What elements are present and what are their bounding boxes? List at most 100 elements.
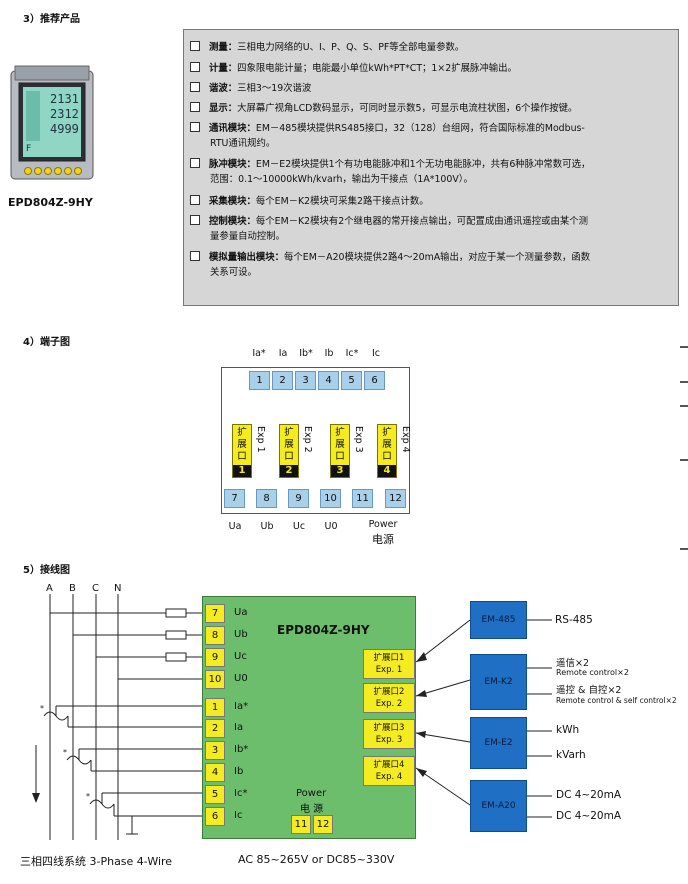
terminal-10: 10: [205, 670, 225, 689]
feature-item: 控制模块：每个EM－K2模块有2个继电器的常开接点输出，可配置成由通讯遥控或由某…: [190, 214, 674, 244]
svg-text:*: *: [63, 748, 67, 757]
system-label: 三相四线系统 3-Phase 4-Wire: [20, 855, 173, 868]
phase-C: C: [92, 583, 99, 594]
terminal-8: 8: [256, 489, 277, 508]
terminal-5: 5: [341, 371, 362, 390]
label-Ia-star: Ia*: [234, 701, 249, 712]
product-model: EPD804Z-9HY: [8, 196, 93, 209]
module-eme2: EM-E2: [470, 717, 527, 769]
checkbox-icon: [190, 62, 200, 72]
label-Ib-star: Ib*: [234, 744, 249, 755]
feature-item: 通讯模块：EM－485模块提供RS485接口，32（128）台组网，符合国际标准…: [190, 121, 674, 151]
label-Ua: Ua: [228, 521, 242, 532]
meter-block: EPD804Z-9HY 7 Ua 8 Ub 9 Uc 10 U0 1 Ia* 2…: [202, 596, 416, 839]
terminal-10: 10: [320, 489, 341, 508]
svg-text:*: *: [86, 792, 90, 801]
label-Ic: Ic: [234, 810, 243, 821]
supply-label: AC 85~265V or DC85~330V: [238, 853, 395, 866]
edge-mark: [680, 548, 688, 550]
edge-mark: [680, 405, 688, 407]
section-title-terminal: 4）端子图: [23, 337, 70, 348]
terminal-4: 4: [318, 371, 339, 390]
terminal-3: 3: [205, 741, 225, 760]
phase-N: N: [114, 583, 122, 594]
svg-text:2312: 2312: [50, 107, 79, 121]
feature-item: 测量：三相电力网络的U、I、P、Q、S、PF等全部电量参数。: [190, 40, 674, 55]
terminal-6: 6: [205, 807, 225, 826]
checkbox-icon: [190, 158, 200, 168]
terminal-5: 5: [205, 785, 225, 804]
label-Ub: Ub: [234, 629, 248, 640]
output-remote-signal-en: Remote control×2: [556, 668, 629, 677]
terminal-12: 12: [313, 815, 333, 834]
label-U0: U0: [324, 521, 338, 532]
phase-A: A: [46, 583, 53, 594]
checkbox-icon: [190, 122, 200, 132]
terminal-7: 7: [224, 489, 245, 508]
svg-text:*: *: [40, 704, 44, 713]
checkbox-icon: [190, 195, 200, 205]
terminal-4: 4: [205, 763, 225, 782]
output-remote-signal: 遥信×2: [556, 658, 590, 669]
edge-mark: [680, 346, 688, 348]
label-Ia-star: Ia*: [252, 348, 266, 359]
edge-mark: [680, 381, 688, 383]
edge-mark: [680, 459, 688, 461]
feature-item: 计量：四象限电能计量；电能最小单位kWh*PT*CT；1×2扩展脉冲输出。: [190, 61, 674, 76]
label-Ic: Ic: [371, 348, 381, 359]
feature-item: 脉冲模块：EM－E2模块提供1个有功电能脉冲和1个无功电能脉冲，共有6种脉冲常数…: [190, 157, 674, 187]
svg-text:F: F: [26, 144, 31, 154]
checkbox-icon: [190, 251, 200, 261]
terminal-8: 8: [205, 626, 225, 645]
checkbox-icon: [190, 82, 200, 92]
label-Ub: Ub: [260, 521, 274, 532]
label-Uc: Uc: [234, 651, 247, 662]
meter-image: 2131 2312 4999 F: [10, 63, 94, 191]
label-power-cn: 电源: [372, 533, 394, 546]
output-remote-control: 遥控 & 自控×2: [556, 685, 622, 696]
output-kwh: kWh: [556, 724, 580, 736]
output-rs485: RS-485: [555, 614, 593, 626]
checkbox-icon: [190, 215, 200, 225]
terminal-1: 1: [249, 371, 270, 390]
label-Uc: Uc: [292, 521, 306, 532]
terminal-11: 11: [352, 489, 373, 508]
terminal-1: 1: [205, 698, 225, 717]
meter-model: EPD804Z-9HY: [277, 623, 370, 637]
module-emk2: EM-K2: [470, 654, 527, 710]
label-Ic-star: Ic*: [345, 348, 359, 359]
label-Ic-star: Ic*: [234, 788, 248, 799]
feature-item: 谐波：三相3～19次谐波: [190, 81, 674, 96]
module-em485: EM-485: [470, 601, 527, 639]
feature-item: 显示：大屏幕广视角LCD数码显示，可同时显示数5，可显示电流柱状图，6个操作按键…: [190, 101, 674, 116]
terminal-9: 9: [288, 489, 309, 508]
terminal-9: 9: [205, 648, 225, 667]
output-dc-2: DC 4~20mA: [556, 810, 622, 822]
feature-item: 采集模块：每个EM－K2模块可采集2路干接点计数。: [190, 194, 674, 209]
svg-text:2131: 2131: [50, 92, 79, 106]
label-Ib: Ib: [324, 348, 334, 359]
label-Ua: Ua: [234, 607, 248, 618]
phase-B: B: [69, 583, 76, 594]
label-Ib-star: Ib*: [299, 348, 313, 359]
module-ema20: EM-A20: [470, 780, 527, 832]
svg-text:4999: 4999: [50, 122, 79, 136]
label-Ia: Ia: [234, 722, 244, 733]
label-U0: U0: [234, 673, 248, 684]
output-dc-1: DC 4~20mA: [556, 789, 622, 801]
section-title-products: 3）推荐产品: [23, 14, 80, 25]
terminal-6: 6: [364, 371, 385, 390]
terminal-2: 2: [272, 371, 293, 390]
terminal-12: 12: [385, 489, 406, 508]
terminal-7: 7: [205, 604, 225, 623]
terminal-2: 2: [205, 719, 225, 738]
feature-list: 测量：三相电力网络的U、I、P、Q、S、PF等全部电量参数。 计量：四象限电能计…: [183, 29, 679, 306]
label-Ia: Ia: [278, 348, 288, 359]
